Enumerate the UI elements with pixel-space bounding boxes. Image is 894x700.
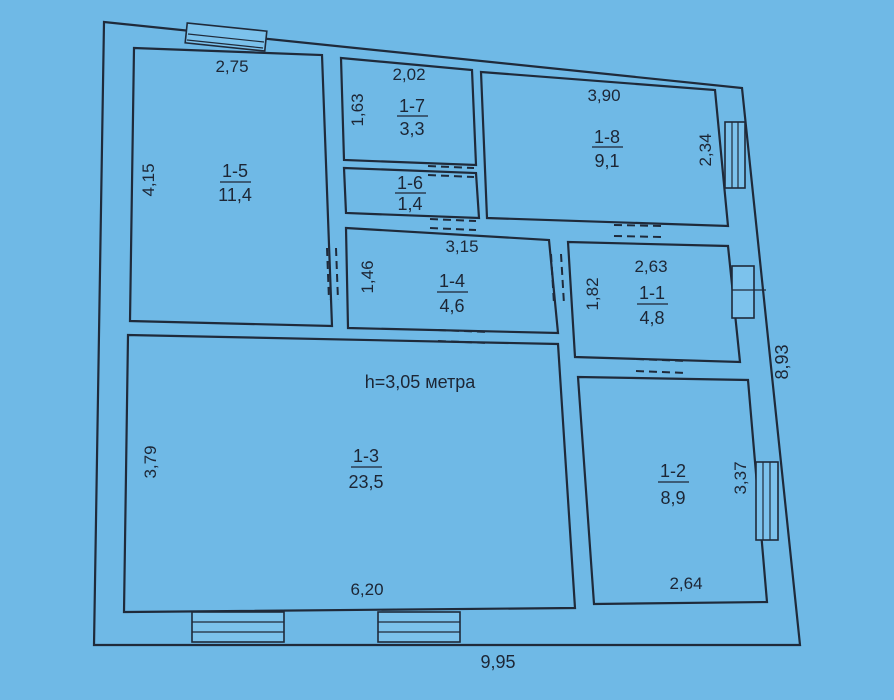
room-1-3-outline [122,333,577,614]
room-1-8-width: 3,90 [587,86,620,105]
room-1-6-area: 1,4 [397,194,422,214]
room-1-5-width: 2,75 [215,57,248,76]
room-1-4-height: 1,46 [358,260,377,293]
room-1-7-height: 1,63 [348,93,367,126]
room-1-4-id: 1-4 [439,271,465,291]
room-1-3-width: 6,20 [350,580,383,599]
room-1-7-width: 2,02 [392,65,425,84]
room-1-5-area: 11,4 [218,185,252,205]
room-1-4-area: 4,6 [439,296,464,316]
room-1-1-area: 4,8 [639,308,664,328]
room-1-4-outline [344,226,560,335]
doors [326,165,687,374]
room-1-8-height: 2,34 [696,133,715,166]
room-1-6-id: 1-6 [397,173,423,193]
overall-height: 8,93 [772,344,792,379]
room-1-5-height: 4,15 [139,163,158,196]
room-1-4-width: 3,15 [445,237,478,256]
room-1-5-id: 1-5 [222,161,248,181]
room-1-1-id: 1-1 [639,283,665,303]
room-1-8-area: 9,1 [594,151,619,171]
room-1-7-id: 1-7 [399,96,425,116]
room-1-2-area: 8,9 [660,488,685,508]
room-1-7-outline [339,56,478,167]
room-1-5-outline [128,46,334,328]
room-1-3-height: 3,79 [141,445,160,478]
outer-wall [92,20,802,647]
room-1-8-id: 1-8 [594,127,620,147]
room-1-3-id: 1-3 [353,446,379,466]
room-1-8-outline [479,70,730,228]
room-1-1-outline [566,240,742,364]
room-1-2-outline [576,375,769,606]
windows [184,22,779,643]
room-1-2-height: 3,37 [731,461,750,494]
room-1-6-outline [342,166,481,220]
room-1-1-height: 1,82 [583,277,602,310]
room-1-2-width: 2,64 [669,574,702,593]
overall-width: 9,95 [480,652,515,672]
room-1-2-id: 1-2 [660,461,686,481]
ceiling-height-note: h=3,05 метра [365,372,477,392]
room-1-7-area: 3,3 [399,119,424,139]
room-1-1-width: 2,63 [634,257,667,276]
room-1-3-area: 23,5 [348,472,383,492]
